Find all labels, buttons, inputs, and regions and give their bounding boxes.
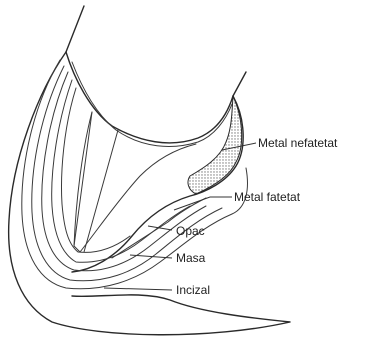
- label-incizal: Incizal: [176, 283, 210, 297]
- metal-nefatetat-region: [188, 96, 242, 194]
- label-opac: Opac: [176, 224, 205, 238]
- metal-coping-outer: [66, 52, 233, 143]
- label-masa: Masa: [176, 251, 206, 265]
- metal-coping-inner: [72, 62, 232, 146]
- metal-fatetat-contour: [72, 96, 243, 272]
- label-metal-nefatetat: Metal nefatetat: [258, 136, 338, 150]
- label-metal-fatetat: Metal fatetat: [234, 190, 301, 204]
- tooth-root-lines: [66, 6, 246, 96]
